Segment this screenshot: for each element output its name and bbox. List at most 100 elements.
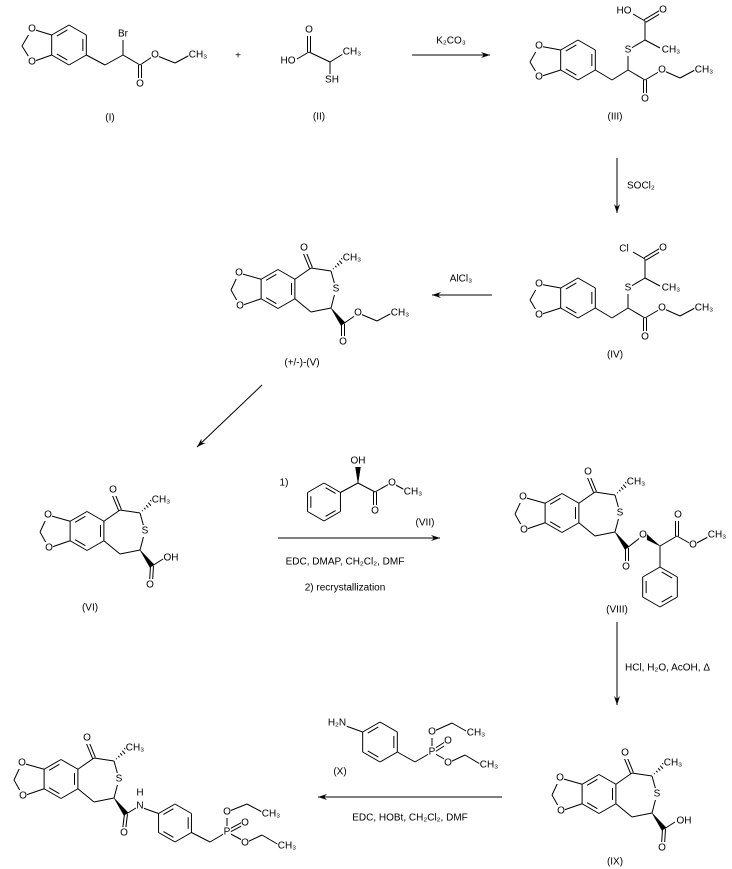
- step-2-recrystallization: 2) recrystallization: [305, 583, 386, 594]
- hashed-bond: [147, 502, 152, 507]
- aromatic-inner-bond: [56, 29, 68, 37]
- compound-label-VII: (VII): [416, 518, 435, 529]
- compound-label-VI: (VI): [82, 603, 98, 614]
- aromatic-inner-bond: [265, 273, 277, 281]
- compound-label-VI-background: [77, 602, 103, 614]
- atom-acyl-group-background: [617, 243, 631, 255]
- atom-o-background: [371, 505, 379, 517]
- atom-acyl-group: Cl: [619, 244, 628, 255]
- reaction-arrow-7-head: [318, 794, 327, 800]
- single-bond: [644, 39, 661, 49]
- atom-o-background: [621, 747, 629, 759]
- atom-o-background: [136, 78, 144, 90]
- ring-bond: [323, 511, 341, 522]
- atom-s-background: [653, 788, 661, 800]
- atom-o-background: [689, 539, 697, 551]
- compound-label-X-background: [330, 766, 350, 778]
- single-bond: [464, 754, 481, 765]
- single-bond: [663, 821, 676, 830]
- ring-bond: [581, 774, 600, 785]
- ring-bond: [277, 269, 296, 280]
- atom-ch3: CH₃: [189, 50, 208, 61]
- ring-bond: [158, 803, 176, 814]
- compound-label-IV-background: [602, 349, 628, 361]
- atom-ch3-background: [479, 759, 499, 771]
- atom-ch3: CH₃: [343, 47, 362, 58]
- atom-o-background: [519, 491, 527, 503]
- atom-o-background: [45, 542, 53, 554]
- aromatic-inner-bond: [565, 44, 577, 52]
- ring-bond: [577, 69, 596, 81]
- atom-o: O: [339, 337, 347, 348]
- aromatic-inner-bond: [48, 763, 60, 771]
- atom-o: O: [428, 727, 436, 738]
- hashed-bond: [653, 773, 656, 775]
- atom-o: O: [305, 25, 313, 36]
- single-bond: [174, 54, 191, 64]
- aromatic-inner-bond: [661, 595, 673, 603]
- atom-o-background: [641, 93, 649, 105]
- single-bond: [631, 812, 653, 818]
- atom-o: O: [535, 279, 543, 290]
- ring-bond: [560, 307, 579, 319]
- atom-s: S: [333, 284, 340, 295]
- atom-o: O: [556, 773, 564, 784]
- ring-bond: [68, 24, 87, 36]
- atom-o-background: [584, 466, 592, 478]
- reagent-hydrolysis-background: [624, 662, 725, 674]
- compound-label-II-background: [306, 111, 332, 123]
- single-bond: [627, 307, 646, 319]
- atom-ch3-background: [466, 727, 486, 739]
- atom-o: O: [557, 806, 565, 817]
- atom-h2n: H₂N: [328, 718, 346, 729]
- single-bond: [310, 307, 332, 313]
- hashed-bond: [336, 262, 340, 266]
- atom-o-background: [235, 267, 243, 279]
- atom-s-background: [332, 283, 340, 295]
- reagent-k2co3-background: [435, 35, 467, 47]
- ring-bond: [544, 522, 563, 533]
- aromatic-inner-bond: [586, 778, 598, 786]
- ring-bond: [69, 511, 88, 522]
- single-bond: [93, 757, 115, 762]
- aromatic-inner-bond: [661, 571, 673, 579]
- atom-o-background: [305, 24, 313, 36]
- compound-label-III-background: [599, 111, 631, 123]
- atom-ch3: CH₃: [708, 530, 727, 541]
- hashed-bond: [620, 486, 624, 490]
- ring-bond: [174, 832, 192, 843]
- atom-o-background: [146, 579, 154, 591]
- atom-o-background: [151, 49, 159, 61]
- atom-br: Br: [118, 29, 129, 40]
- single-bond: [125, 807, 137, 815]
- atom-ch3: CH₃: [662, 283, 681, 294]
- atom-o: O: [236, 301, 244, 312]
- atom-o: O: [584, 467, 592, 478]
- ring-bond: [277, 298, 296, 309]
- ring-bond: [642, 566, 661, 578]
- atom-o-background: [520, 524, 528, 536]
- atom-o-background: [535, 278, 543, 290]
- single-bond: [310, 267, 332, 272]
- reaction-arrow-4-head: [197, 438, 206, 447]
- atom-o-background: [658, 302, 666, 314]
- atom-ch3-background: [661, 44, 681, 56]
- atom-o-background: [241, 837, 249, 849]
- atom-o: O: [83, 733, 91, 744]
- atom-oh-background: [677, 815, 691, 827]
- single-bond: [119, 549, 141, 555]
- atom-o-background: [556, 772, 564, 784]
- hashed-bond: [659, 765, 664, 770]
- hashed-bond: [622, 484, 627, 489]
- atom-ho-background: [281, 55, 295, 67]
- atom-ch3: CH₃: [262, 809, 281, 820]
- atom-ch3-background: [261, 808, 281, 820]
- atom-o: O: [28, 57, 36, 68]
- atom-o-background: [535, 71, 543, 83]
- single-bond: [615, 772, 633, 785]
- atom-o: O: [621, 748, 629, 759]
- single-bond: [342, 314, 357, 325]
- hashed-bond: [121, 750, 126, 755]
- ring-bond: [307, 482, 325, 493]
